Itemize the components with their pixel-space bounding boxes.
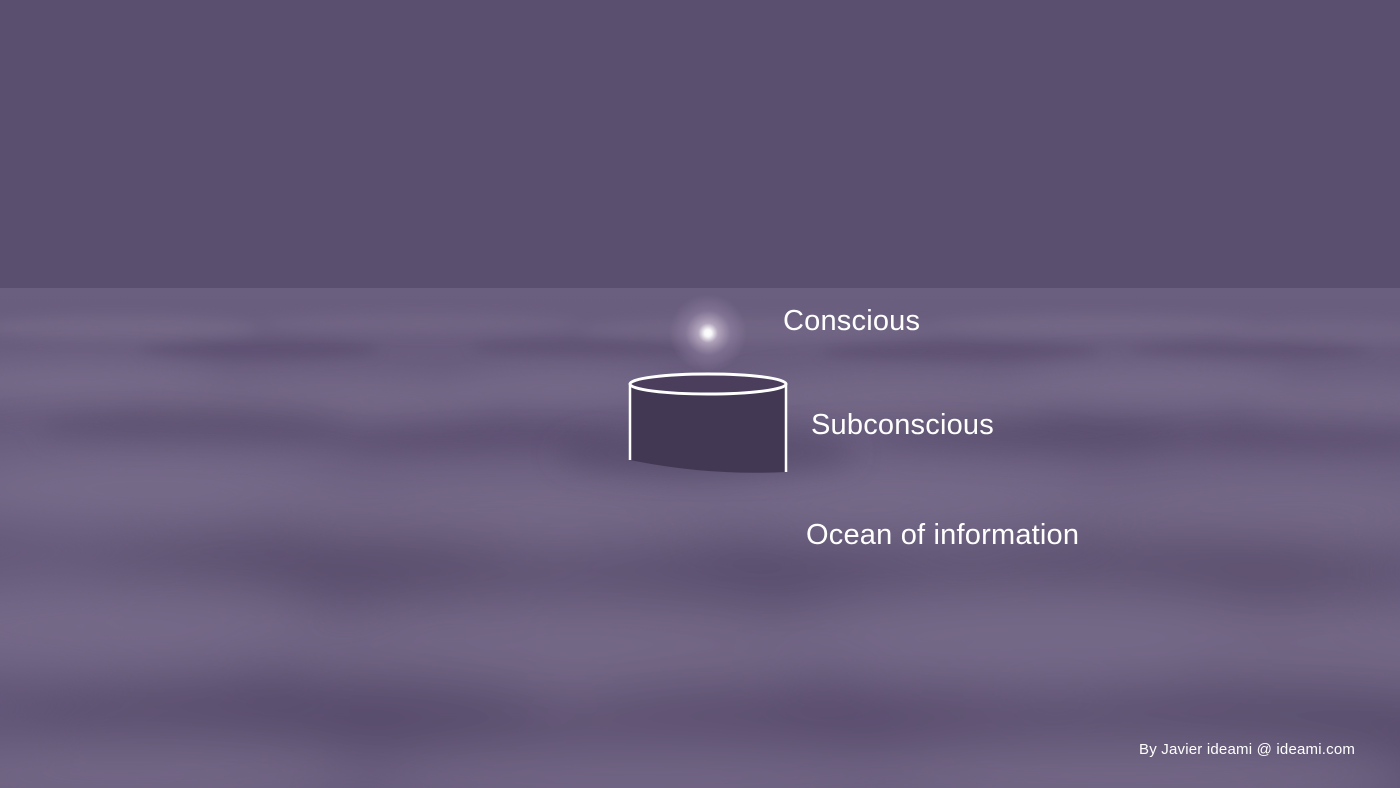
label-ocean-of-information: Ocean of information xyxy=(806,519,1080,551)
label-subconscious: Subconscious xyxy=(811,409,994,441)
label-conscious: Conscious xyxy=(783,305,921,337)
glowing-light-icon xyxy=(658,283,758,383)
author-credit: By Javier ideami @ ideami.com xyxy=(1139,741,1356,758)
cylinder-icon xyxy=(628,372,788,473)
sky-background xyxy=(0,0,1400,290)
